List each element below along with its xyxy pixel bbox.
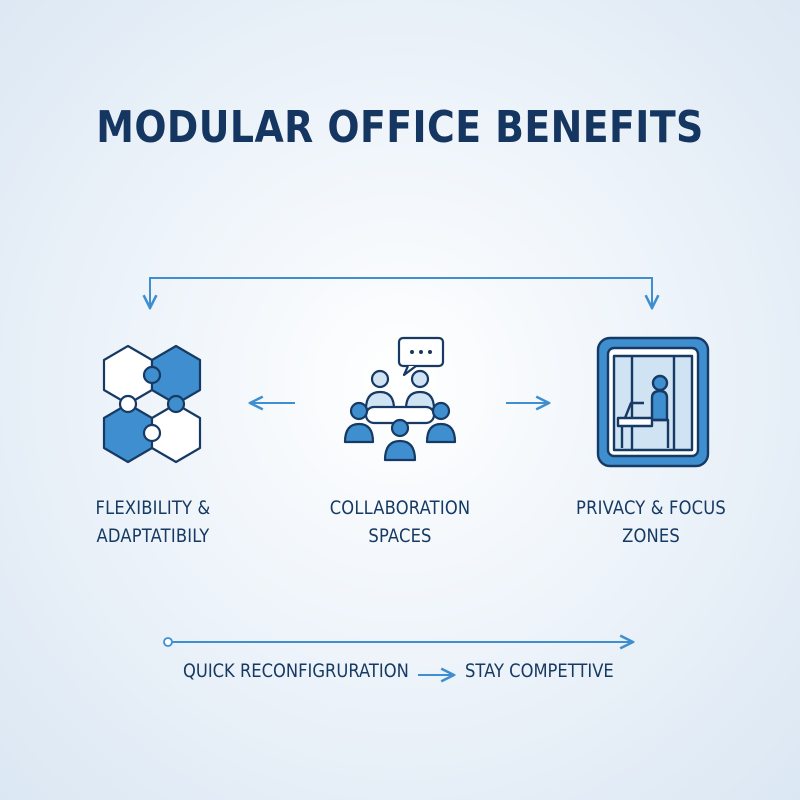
label-privacy: PRIVACY & FOCUS ZONES (541, 494, 761, 550)
label-privacy-line1: PRIVACY & FOCUS (576, 497, 726, 519)
puzzle-icon (102, 344, 202, 464)
timeline-start-dot (163, 637, 173, 647)
team-meeting-icon (343, 336, 457, 462)
label-flexibility-line2: ADAPTATIBILY (96, 525, 210, 547)
page-title: MODULAR OFFICE BENEFITS (96, 102, 704, 153)
label-privacy-line2: ZONES (622, 525, 680, 547)
label-collaboration-line2: SPACES (368, 525, 432, 547)
top-connector-arrow (150, 277, 652, 308)
label-flexibility: FLEXIBILITY & ADAPTATIBILY (43, 494, 263, 550)
label-collaboration: COLLABORATION SPACES (290, 494, 510, 550)
label-collaboration-line1: COLLABORATION (329, 497, 471, 519)
bottom-label-left: QUICK RECONFIGRURATION (183, 660, 409, 682)
label-flexibility-line1: FLEXIBILITY & (95, 497, 211, 519)
focus-booth-icon (596, 336, 710, 468)
bottom-label-right: STAY COMPETTIVE (465, 660, 614, 682)
